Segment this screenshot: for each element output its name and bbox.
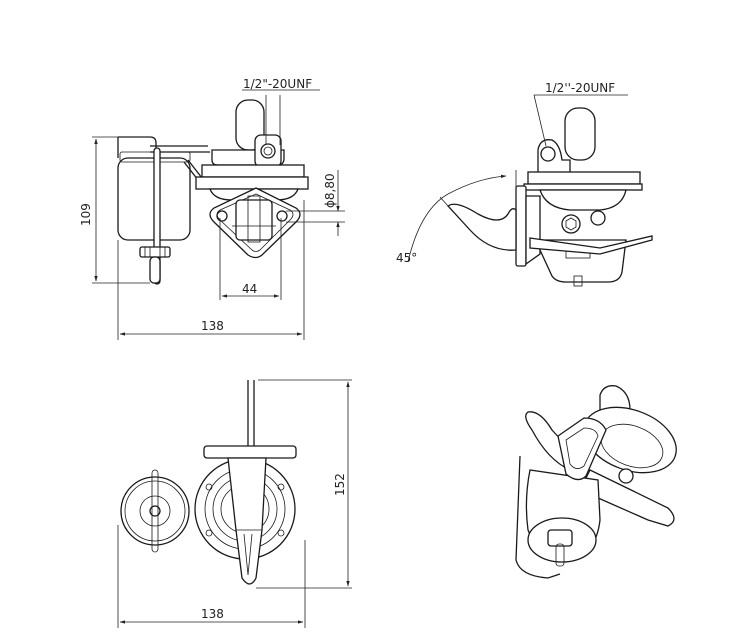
side-view: 45° 1/2''-20UNF [396,81,653,287]
thread-label-side: 1/2''-20UNF [545,81,615,95]
dimension-length: 152 [256,379,352,589]
dimension-hole-spacing: 44 [219,218,282,300]
height-label: 109 [79,203,93,226]
sediment-bowl [117,136,210,285]
thread-label-front: 1/2"-20UNF [243,77,312,91]
width-label-bottom: 138 [201,607,224,621]
width-label-front: 138 [201,319,224,333]
dimension-width-bottom: 138 [117,525,306,628]
hole-diameter-label: ϕ8,80 [323,173,337,208]
pump-body [195,99,309,259]
dimension-height: 109 [79,136,150,284]
dimension-thread-side: 1/2''-20UNF [533,81,628,147]
dimension-width-front: 138 [117,200,305,340]
dimension-thread-front: 1/2"-20UNF [242,77,320,145]
hole-spacing-label: 44 [242,282,257,296]
angle-label: 45° [396,251,417,265]
bottom-view: 152 138 [117,379,352,628]
dimension-lever-angle: 45° [396,170,517,265]
length-label: 152 [333,473,347,496]
isometric-view [515,385,677,579]
front-view: 1/2"-20UNF 109 44 138 ϕ8,80 [79,77,345,340]
dimension-hole-diameter: ϕ8,80 [286,170,345,236]
